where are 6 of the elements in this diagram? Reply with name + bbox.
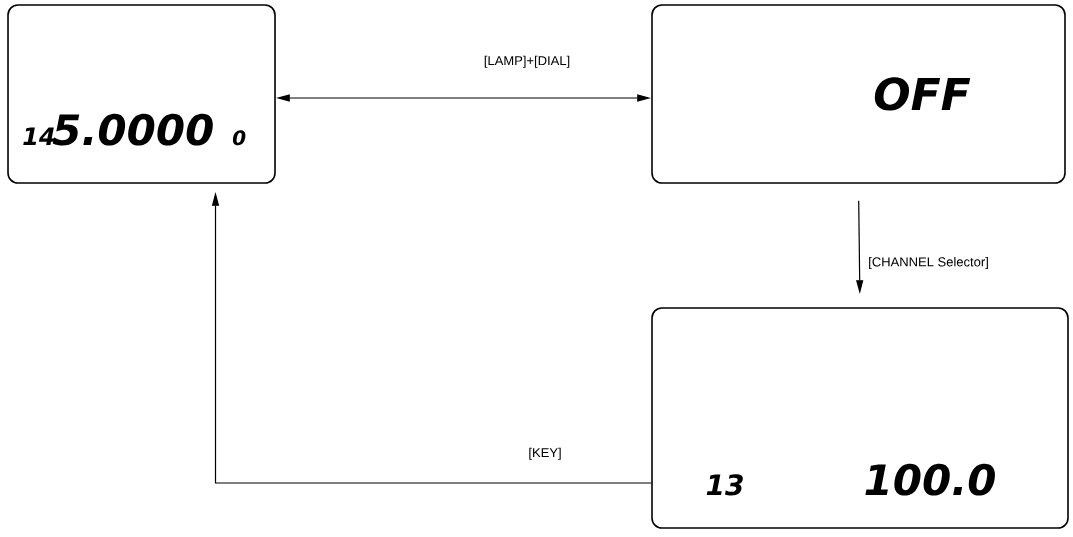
edge-label: [CHANNEL Selector] [866,254,991,272]
edge-label: [KEY] [526,445,564,462]
lcd-display-panel: OFF [651,4,1066,184]
lcd-display-panel: 145.0000 0 [7,4,276,184]
edge-label: [LAMP]+[DIAL] [481,53,573,70]
lcd-display-panel: 13 100.0 [651,307,1069,529]
